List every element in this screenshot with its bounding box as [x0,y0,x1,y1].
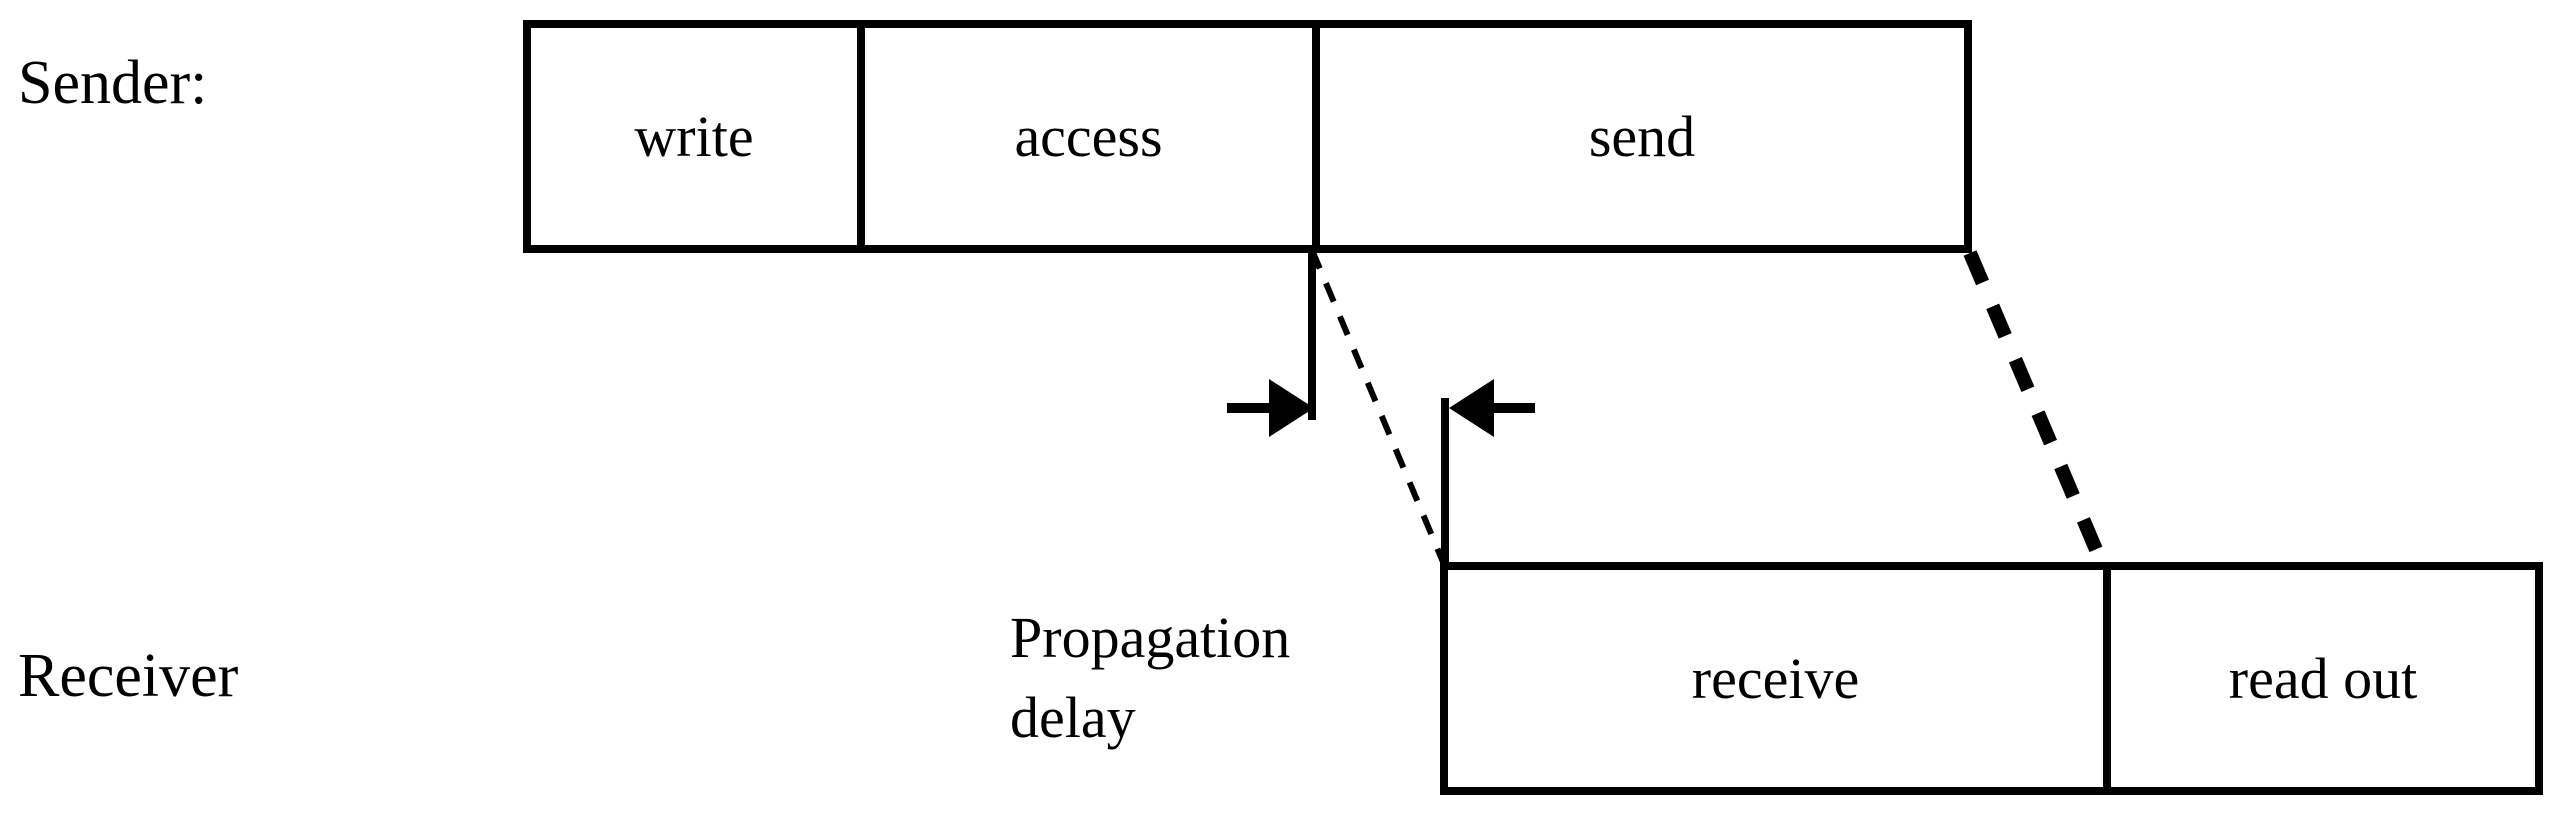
propagation-delay-caption: Propagation delay [1010,598,1430,758]
receiver-timeline-bar: receive read out [1440,562,2543,795]
sender-phase-access: access [857,28,1312,245]
propagation-line-thick [1963,250,2110,569]
receiver-phase-read-out: read out [2103,570,2535,787]
sender-row-label: Sender: [18,49,208,117]
arrow-left-head [1449,379,1494,437]
sender-phase-write: write [531,28,857,245]
sender-timeline-bar: write access send [523,20,1972,253]
propagation-delay-caption-line2: delay [1010,685,1136,751]
propagation-delay-caption-line1: Propagation [1010,605,1291,670]
arrow-left-tail [1487,403,1535,413]
delay-end-rule [1441,398,1449,564]
sender-phase-send: send [1312,28,1964,245]
arrow-right-tail [1227,403,1279,413]
arrow-right-head [1269,379,1314,437]
receiver-phase-receive: receive [1448,570,2103,787]
receiver-row-label: Receiver [18,642,239,710]
propagation-line-thin [1309,248,1446,564]
